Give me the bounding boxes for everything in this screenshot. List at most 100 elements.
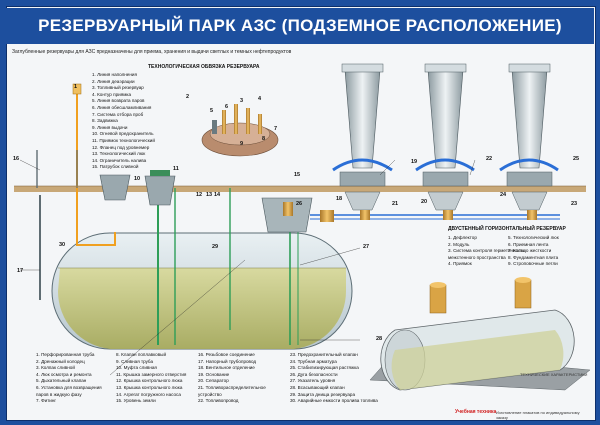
vent-pipe <box>36 150 78 188</box>
dispenser-columns <box>341 63 551 169</box>
legend-item: 14. Ограничитель налива <box>92 157 147 163</box>
legend-item: 2. Дренажный колодец <box>36 358 85 364</box>
legend-item: 16. Резьбовое соединение <box>198 352 255 357</box>
callout-number: 5 <box>210 108 213 114</box>
callout-number: 27 <box>363 244 369 250</box>
callout-number: 13 <box>206 192 212 198</box>
legend-item: 7. Фитинг <box>36 398 57 404</box>
legend-item: 3. Колпак сливной <box>36 365 75 371</box>
callout-number: 22 <box>486 156 492 162</box>
legend-item: 29. Защита днища резервуара <box>290 391 356 397</box>
legend-item: 15. Уровень земли <box>116 398 156 404</box>
legend-item: 12. Фланец под уровнемер <box>92 144 150 150</box>
section-title-double-wall-tank: ДВУСТЕННЫЙ ГОРИЗОНТАЛЬНЫЙ РЕЗЕРВУАР <box>448 226 566 232</box>
callout-number: 1 <box>74 84 77 90</box>
legend-item: паров в жидкую фазу <box>36 391 82 397</box>
legend-item: 4. Люк осмотра и ремонта <box>36 371 92 377</box>
callout-number: 17 <box>17 268 23 274</box>
legend-item: 1. Линия наполнения <box>92 72 137 77</box>
callout-number: 2 <box>186 94 189 100</box>
legend-item: 24. Трубная арматура <box>290 358 337 364</box>
callout-number: 23 <box>571 201 577 207</box>
legend-item: устройство <box>198 391 222 397</box>
legend-item: 8. Клапан поплавковый <box>116 352 167 357</box>
section-title-fittings: ТЕХНОЛОГИЧЕСКАЯ ОБВЯЗКА РЕЗЕРВУАРА <box>148 64 260 70</box>
legend-item: 5. Дыхательный клапан <box>36 378 87 384</box>
callout-number: 11 <box>173 166 179 172</box>
dispenser-islands <box>332 158 559 211</box>
legend-item: 7. Кольцо жесткости <box>508 248 552 254</box>
manhole-chambers <box>99 170 313 233</box>
legend-item: 18. Вентильное отделение <box>198 365 255 371</box>
legend-item: 14. Агрегат погружного насоса <box>116 391 181 397</box>
poster-title: РЕЗЕРВУАРНЫЙ ПАРК АЗС (ПОДЗЕМНОЕ РАСПОЛО… <box>6 8 594 44</box>
legend-item: 3. Система контроля герметичности <box>448 248 525 254</box>
legend-item: 17. Напорный трубопровод <box>198 358 257 364</box>
callout-number: 3 <box>240 98 243 104</box>
callout-number: 8 <box>262 136 265 142</box>
legend-item: 12. Крышка контрольного люка <box>116 378 183 384</box>
callout-number: 24 <box>500 192 507 198</box>
callout-number: 14 <box>214 192 221 198</box>
callout-number: 10 <box>134 176 140 182</box>
callout-number: 20 <box>421 199 427 205</box>
legend-item: 5. Линия возврата паров <box>92 98 145 104</box>
callout-number: 26 <box>296 201 302 207</box>
footer-note: Изготовление плакатов по индивидуальному… <box>496 410 580 420</box>
callout-number: 21 <box>392 201 398 207</box>
legend-item: 23. Предохранительный клапан <box>290 352 358 357</box>
legend-item: 13. Технологический люк <box>92 151 146 157</box>
legend-item: 9. Строповочные петли <box>508 261 558 267</box>
underground-tank <box>51 232 353 350</box>
legend-item: 11. Приямок технологический <box>92 137 155 143</box>
leader-lines <box>19 159 476 376</box>
callout-number: 29 <box>212 244 218 250</box>
callout-number: 7 <box>274 126 277 132</box>
legend-item: 5. Технологический люк <box>508 235 559 240</box>
legend-item: 28. Всасывающий клапан <box>290 384 345 390</box>
legend-item: 4. Приямок <box>448 261 472 267</box>
legend-item: 8. Фундаментная плита <box>508 254 559 260</box>
callout-number: 12 <box>196 192 202 198</box>
legend-item: 9. Линия выдачи <box>92 124 128 130</box>
legend-item: 9. Сливная труба <box>116 358 154 364</box>
legend-item: 26. Дуга безопасности <box>290 371 338 377</box>
supply-pipeline <box>310 210 560 222</box>
legend-item: 6. Установка для возвращения <box>36 384 102 390</box>
legend-item: 22. Топливопровод <box>198 398 239 404</box>
callout-number: 19 <box>411 159 417 165</box>
callout-number: 30 <box>59 242 65 248</box>
legend-item: 30. Аварийные емкости пролива топлива <box>290 398 378 404</box>
legend-item: 1. Перфорированная труба <box>36 352 95 357</box>
legend-item: 20. Сепаратор <box>198 378 229 384</box>
legend-item: 7. Система отбора проб <box>92 111 144 117</box>
legend-item: 27. Указатель уровня <box>290 378 336 384</box>
poster-subtitle: Заглубленные резервуары для АЗС предназн… <box>12 49 292 55</box>
legend-item: 1. Дефлектор <box>448 235 477 240</box>
callout-number: 9 <box>240 141 243 147</box>
legend-item: 25. Стабилизирующая растяжка <box>290 365 359 371</box>
tank-fitting-detail <box>201 104 279 157</box>
callout-number: 25 <box>573 156 579 162</box>
legend-item: 13. Крышка контрольного люка <box>116 384 183 390</box>
legend-item: 2. Модуль <box>448 241 470 247</box>
legend-item: 10. Муфта сливная <box>116 365 157 371</box>
legend-item: 2. Линия деаэрации <box>92 78 135 84</box>
publisher-logo: Учебная техника <box>455 409 497 415</box>
callout-number: 16 <box>13 156 19 162</box>
legend-item: 6. Приемная лента <box>508 241 549 247</box>
legend-item: 19. Основание <box>198 371 230 377</box>
legend-item: 8. Задвижка <box>92 118 118 124</box>
tech-characteristics-label: ТЕХНИЧЕСКИЕ ХАРАКТЕРИСТИКИ <box>520 372 588 377</box>
legend-item: 4. Контур приямка <box>92 91 132 97</box>
callout-number: 15 <box>294 172 300 178</box>
legend-item: 21. Топливораспределительное <box>198 384 266 390</box>
